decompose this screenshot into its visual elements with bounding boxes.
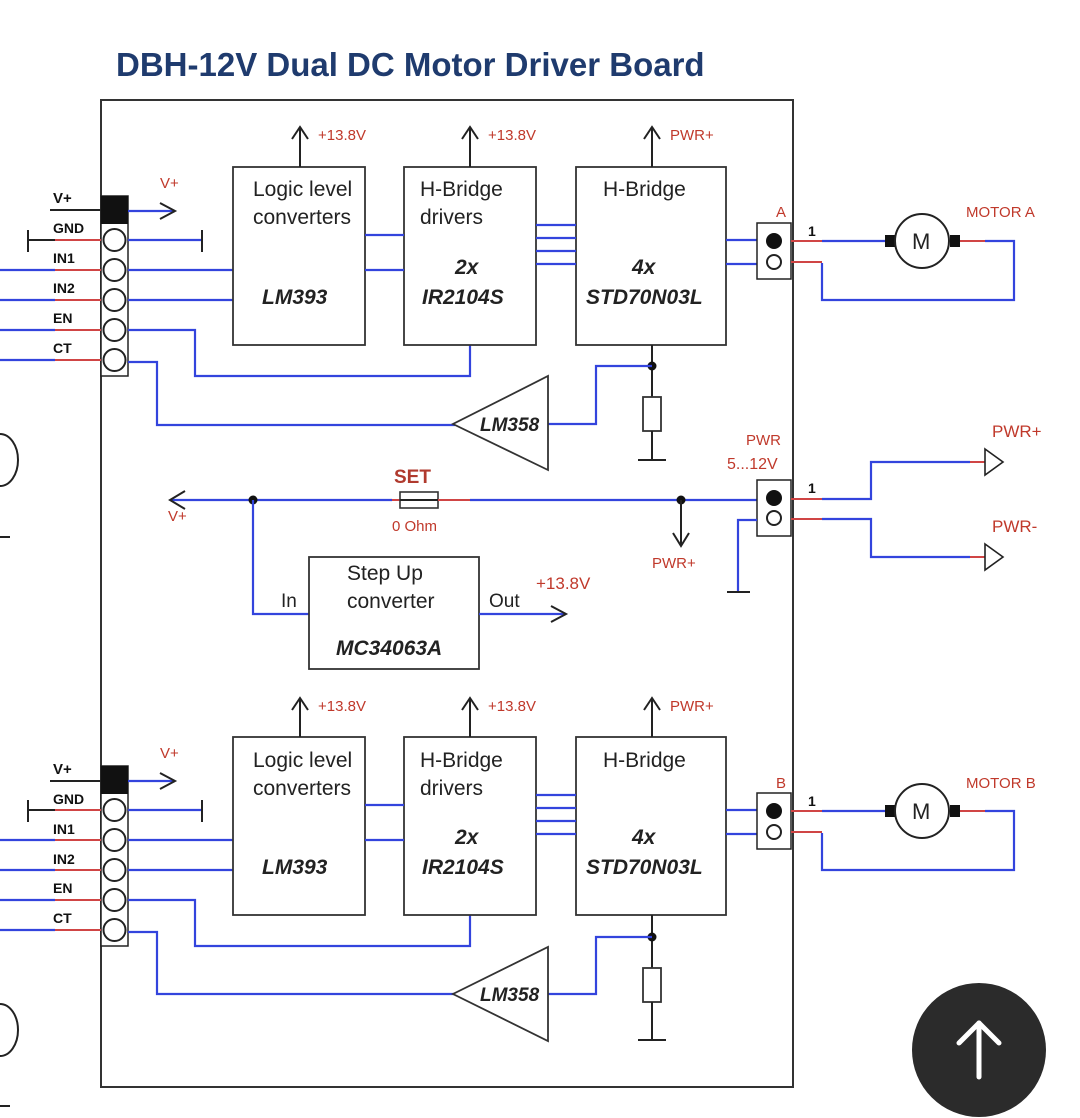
motor-a-symbol [894, 213, 950, 269]
hbridge-box-b [575, 736, 727, 916]
svg-text:V+: V+ [53, 761, 72, 778]
logic-converter-box-b [232, 736, 366, 916]
svg-text:+13.8V: +13.8V [488, 127, 536, 144]
opamp-b [450, 945, 549, 1043]
motor-b-label: MOTOR B [966, 775, 1036, 792]
svg-text:B: B [776, 775, 786, 792]
svg-text:converter: converter [347, 590, 435, 613]
svg-text:1: 1 [808, 793, 816, 809]
svg-text:LM358: LM358 [480, 985, 540, 1006]
svg-text:5...12V: 5...12V [727, 456, 778, 473]
diagram-title: DBH-12V Dual DC Motor Driver Board [116, 46, 705, 83]
motor-a-label: MOTOR A [966, 204, 1035, 221]
opamp-a [450, 374, 549, 472]
svg-text:+13.8V: +13.8V [318, 127, 366, 144]
svg-text:GND: GND [53, 791, 84, 807]
svg-text:V+: V+ [168, 508, 187, 525]
pin-label-en: EN [53, 310, 72, 326]
stepup-part: MC34063A [336, 637, 442, 660]
svg-text:+13.8V: +13.8V [488, 698, 536, 715]
motor-b-symbol [894, 783, 950, 839]
svg-text:PWR+: PWR+ [670, 127, 714, 144]
svg-text:In: In [281, 591, 297, 612]
svg-text:IN2: IN2 [53, 851, 75, 867]
svg-text:IN1: IN1 [53, 821, 75, 837]
stepup-converter-box [308, 556, 480, 670]
svg-text:CT: CT [53, 910, 72, 926]
svg-text:H-Bridge: H-Bridge [603, 749, 686, 772]
power-section: V+ SET 0 Ohm PWR+ PWR 5...12V 1 PWR+ [168, 422, 1042, 670]
driver-part-b: IR2104S [422, 856, 504, 879]
svg-text:converters: converters [253, 777, 351, 800]
svg-text:H-Bridge: H-Bridge [420, 178, 503, 201]
motor-connector-a [756, 222, 792, 280]
svg-text:PWR+: PWR+ [652, 555, 696, 572]
pin-label-gnd: GND [53, 220, 84, 236]
svg-text:EN: EN [53, 880, 72, 896]
svg-text:Step Up: Step Up [347, 562, 423, 585]
motor-connector-b [756, 792, 792, 850]
svg-text:M: M [912, 799, 930, 824]
hbridge-driver-box-b [403, 736, 537, 916]
svg-text:1: 1 [808, 480, 816, 496]
svg-text:Logic level: Logic level [253, 178, 352, 201]
hbridge-box-a [575, 166, 727, 346]
board-outline [100, 99, 794, 1088]
svg-text:PWR: PWR [746, 432, 781, 449]
svg-text:LM358: LM358 [480, 415, 540, 436]
svg-text:+13.8V: +13.8V [318, 698, 366, 715]
pwr-plus-label: PWR+ [992, 422, 1042, 441]
svg-text:M: M [912, 229, 930, 254]
svg-text:+13.8V: +13.8V [536, 574, 591, 593]
pin-label-in2: IN2 [53, 280, 75, 296]
svg-text:1: 1 [808, 223, 816, 239]
svg-text:0 Ohm: 0 Ohm [392, 518, 437, 535]
set-label: SET [394, 467, 431, 488]
bridge-part-b: STD70N03L [586, 856, 703, 879]
channel-b: V+ GND IN1 IN2 EN CT V+ Logic level conv… [0, 696, 1036, 1043]
svg-text:PWR+: PWR+ [670, 698, 714, 715]
scroll-to-top-button[interactable] [912, 983, 1046, 1117]
channel-a: V+ GND IN1 IN2 EN CT V+ Logic l [0, 125, 1035, 472]
svg-text:H-Bridge: H-Bridge [603, 178, 686, 201]
pin-label-vplus: V+ [53, 190, 72, 207]
svg-text:Out: Out [489, 591, 520, 612]
header-pin1-square [101, 196, 128, 224]
vplus-label-a: V+ [160, 175, 179, 192]
svg-text:drivers: drivers [420, 777, 483, 800]
bridge-part-a: STD70N03L [586, 286, 703, 309]
hbridge-driver-box-a [403, 166, 537, 346]
arrow-up-icon [956, 1020, 1002, 1080]
logic-converter-box-a [232, 166, 366, 346]
svg-text:drivers: drivers [420, 206, 483, 229]
svg-text:converters: converters [253, 206, 351, 229]
logic-part-a: LM393 [262, 286, 328, 309]
svg-text:2x: 2x [454, 826, 480, 849]
logic-part-b: LM393 [262, 856, 328, 879]
pin-label-in1: IN1 [53, 250, 75, 266]
svg-text:V+: V+ [160, 745, 179, 762]
pin-label-ct: CT [53, 340, 72, 356]
svg-text:4x: 4x [631, 826, 657, 849]
power-connector [756, 479, 792, 537]
svg-text:4x: 4x [631, 256, 657, 279]
svg-text:2x: 2x [454, 256, 480, 279]
svg-text:H-Bridge: H-Bridge [420, 749, 503, 772]
svg-text:A: A [776, 204, 786, 221]
pwr-minus-label: PWR- [992, 517, 1037, 536]
svg-text:Logic level: Logic level [253, 749, 352, 772]
driver-part-a: IR2104S [422, 286, 504, 309]
